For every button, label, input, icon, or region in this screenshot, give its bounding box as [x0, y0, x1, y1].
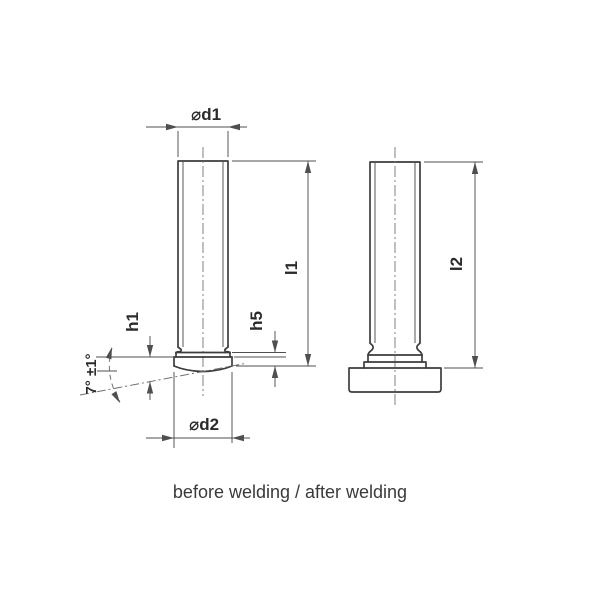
arrowhead [471, 356, 479, 368]
dimension-h1: h1 [96, 312, 174, 400]
dim-label-h5: h5 [247, 311, 266, 331]
arrowhead [471, 162, 479, 174]
dim-label-d2: ⌀d2 [189, 415, 219, 434]
neck-profile-right [416, 342, 423, 356]
arrowhead [105, 347, 112, 360]
dim-label-angle: 7° ±1° [83, 353, 100, 394]
dim-label-l2: l2 [447, 257, 466, 271]
arrowhead [111, 391, 120, 403]
arrowhead [166, 123, 178, 131]
collar-step [363, 361, 427, 369]
dim-label-d1: ⌀d1 [191, 105, 221, 124]
cone-angle-construction-line [79, 363, 246, 396]
dimension-d2: ⌀d2 [146, 372, 250, 448]
dimension-l2: l2 [424, 161, 483, 369]
arrowhead [162, 434, 174, 442]
arrowhead [146, 381, 154, 394]
caption: before welding / after welding [173, 482, 407, 502]
dim-label-h1: h1 [123, 312, 142, 332]
weld-flange [348, 367, 442, 393]
dim-label-l1: l1 [282, 261, 301, 275]
arrowhead [232, 434, 244, 442]
dimension-d1: ⌀d1 [146, 105, 247, 157]
stud-before-welding [173, 147, 233, 396]
arrowhead [228, 123, 240, 131]
neck-profile-left [367, 342, 374, 356]
arrowhead [146, 345, 154, 357]
arrowhead [304, 161, 312, 173]
arrowhead [271, 366, 279, 378]
arrowhead [271, 340, 279, 353]
stud-after-welding [348, 147, 442, 408]
dimension-l1: l1 [232, 160, 316, 367]
dimension-h5: h5 [232, 311, 286, 387]
arrowhead [304, 354, 312, 366]
dimension-angle: 7° ±1° [79, 347, 246, 403]
